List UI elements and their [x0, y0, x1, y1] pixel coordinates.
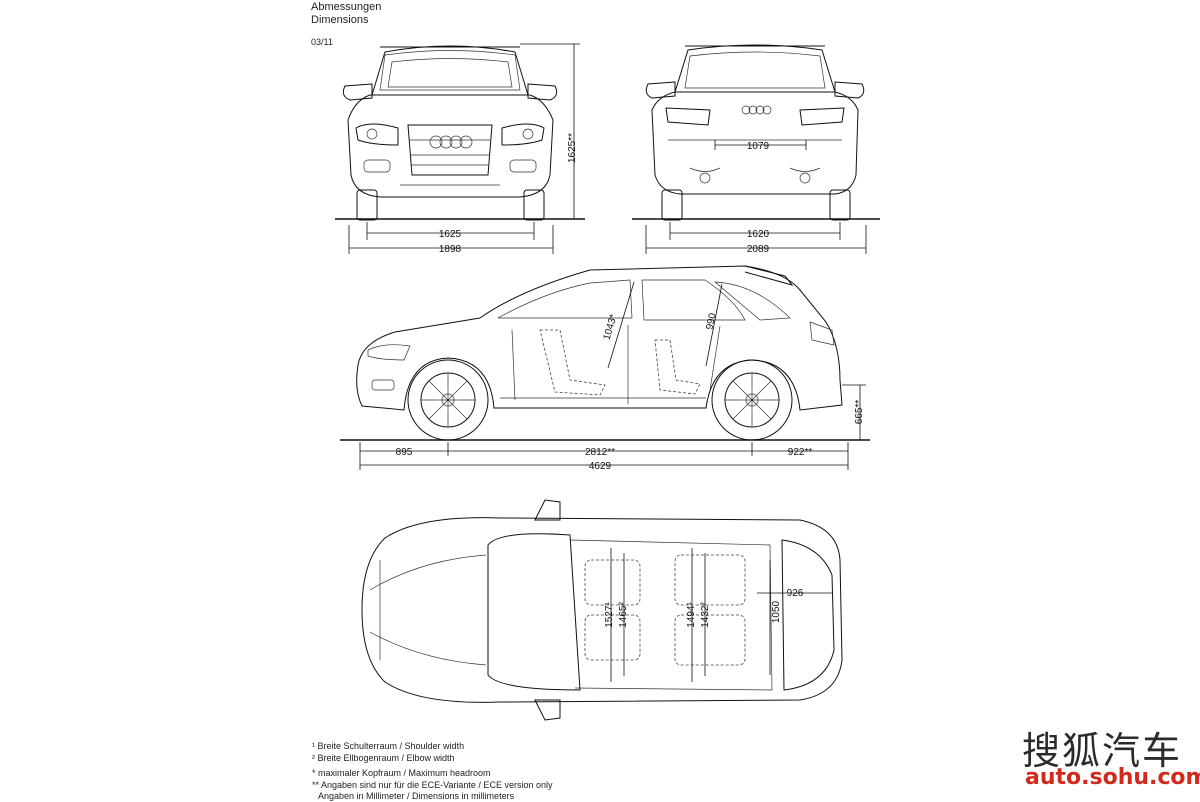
load-floor-length-label: 926 — [787, 588, 804, 599]
rear-headroom-label: 990 — [704, 312, 718, 331]
sill-width-label: 1079 — [747, 141, 770, 152]
footnote-units: Angaben in Millimeter / Dimensions in mi… — [318, 791, 515, 801]
front-width-label: 1898 — [439, 244, 462, 255]
wheelbase-label: 2812** — [585, 447, 615, 458]
footnote-headroom: * maximaler Kopfraum / Maximum headroom — [312, 768, 491, 778]
rear-overhang-label: 922** — [788, 447, 813, 458]
footnote-shoulder: ¹ Breite Schulterraum / Shoulder width — [312, 741, 465, 751]
front-overhang-label: 895 — [396, 447, 413, 458]
length-label: 4629 — [589, 461, 612, 472]
front-shoulder-label: 1527¹ — [604, 602, 615, 628]
footnote-elbow: ² Breite Ellbogenraum / Elbow width — [312, 753, 455, 763]
date-code: 03/11 — [311, 37, 333, 47]
front-view: 1625 1898 1625** — [335, 43, 585, 255]
top-view: 1527¹ 1465² 1494¹ 1432² 1050 926 — [361, 499, 843, 721]
rear-elbow-label: 1432² — [700, 602, 711, 628]
footnote-ece: ** Angaben sind nur für die ECE-Variante… — [312, 780, 553, 790]
front-headroom-label: 1043* — [602, 313, 620, 341]
watermark-url[interactable]: auto.sohu.com — [1025, 765, 1200, 790]
side-view: 1043* 990 665** 895 2812** 922** 4629 — [340, 265, 870, 472]
rear-view: 1079 1620 2089 — [632, 44, 880, 255]
front-track-label: 1625 — [439, 229, 462, 240]
watermark-brand: 搜狐汽车 — [1022, 729, 1183, 773]
rear-shoulder-label: 1494¹ — [686, 602, 697, 628]
rear-track-label: 1620 — [747, 229, 770, 240]
mirror-width-label: 2089 — [747, 244, 770, 255]
front-elbow-label: 1465² — [618, 602, 629, 628]
load-floor-width-label: 1050 — [771, 600, 782, 623]
title-english: Dimensions — [311, 14, 369, 26]
height-label: 1625** — [567, 133, 578, 163]
top-width-dims — [610, 548, 832, 682]
sill-height-label: 665** — [854, 400, 865, 425]
title-german: Abmessungen — [311, 1, 382, 13]
